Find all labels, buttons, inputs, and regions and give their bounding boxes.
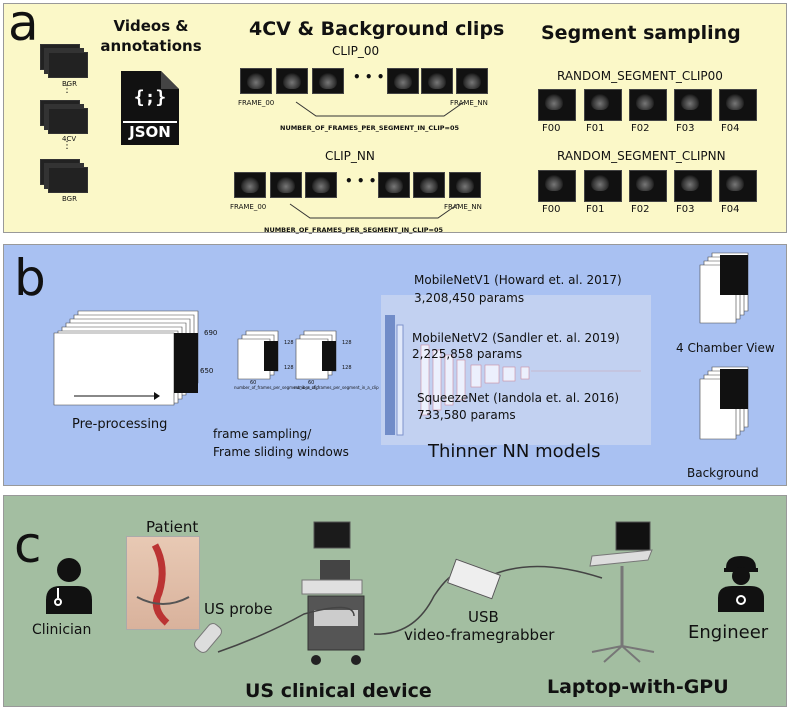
clipnn-label: CLIP_NN [325,149,375,163]
sampling-label: frame sampling/Frame sliding windows [213,427,349,459]
videos-title: Videos &annotations [100,17,202,55]
panel-a-letter: a [8,0,39,52]
laptop-stand-illustration [582,520,662,670]
thinner-title: Thinner NN models [428,441,601,462]
panel-b: b 690 650 Pre-processing [3,244,787,486]
panel-c-letter: c [14,516,42,574]
engineer-icon [716,554,766,618]
segment-title: Segment sampling [541,22,741,44]
clip00-label: CLIP_00 [332,44,380,58]
us-device-label: US clinical device [245,680,432,702]
cables [217,565,603,653]
nn-diagram [381,295,651,445]
clinician-icon [44,556,94,620]
json-file-icon: {;} JSON [119,69,181,147]
panel-b-letter: b [14,249,46,307]
patient-illustration [126,536,200,630]
panel-a: a BGR ⋮ 4CV ⋮ BGR Videos &annotations {;… [3,0,787,234]
us-device-illustration [294,520,380,670]
clips-title: 4CV & Background clips [249,18,505,40]
panel-c: c Clinician Patient US probe USB [3,495,787,707]
laptop-label: Laptop-with-GPU [547,676,729,698]
preprocessing-label: Pre-processing [72,417,168,432]
